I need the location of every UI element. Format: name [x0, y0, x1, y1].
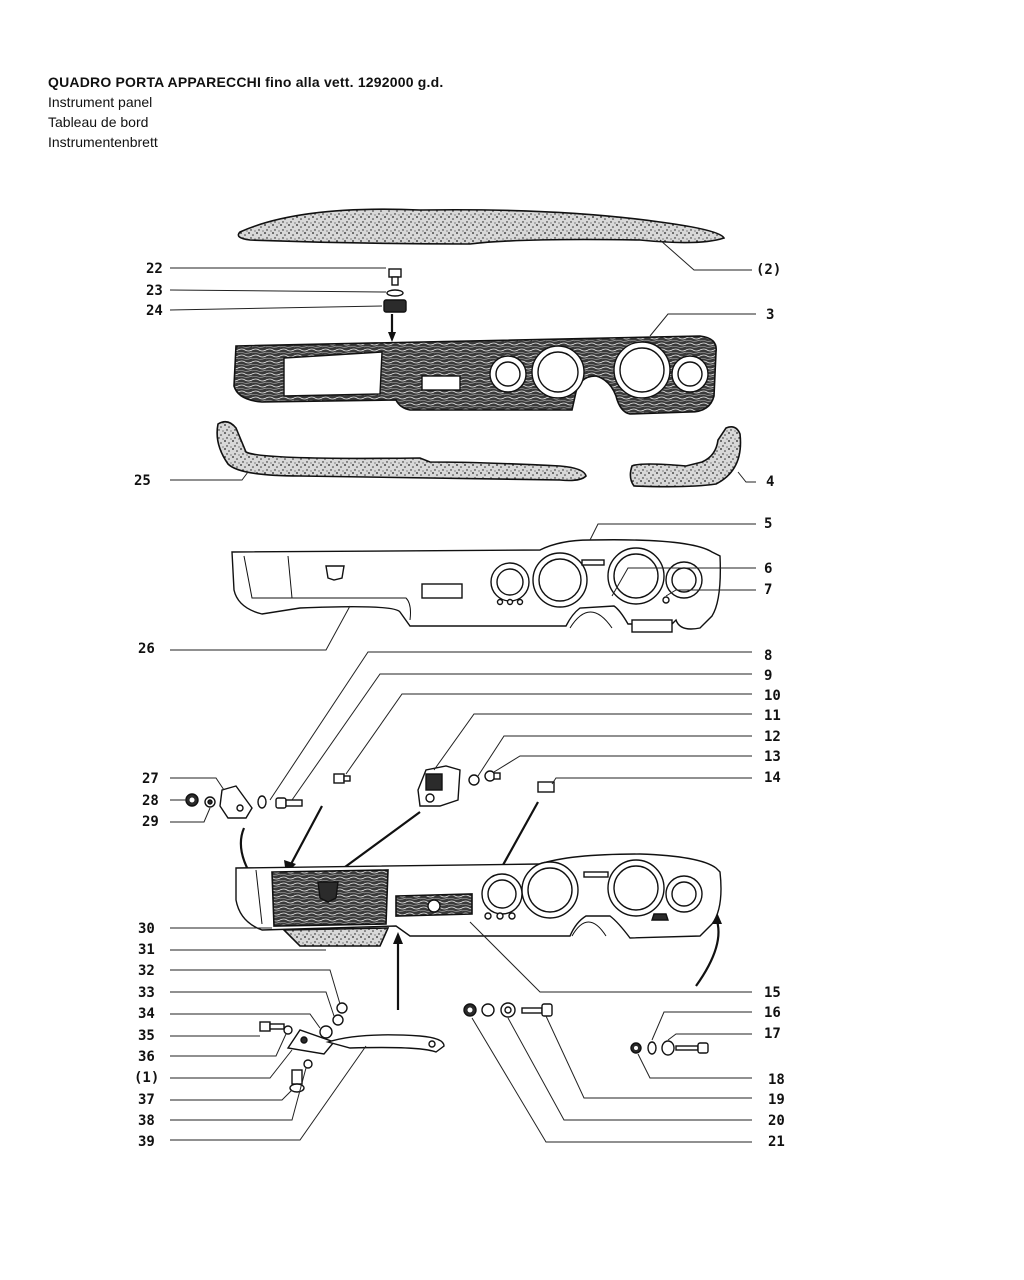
callout-17: 17	[764, 1026, 781, 1042]
hinge-arm	[325, 1034, 445, 1053]
washer-29	[204, 796, 216, 808]
callout-31: 31	[138, 942, 155, 958]
callout-36: 36	[138, 1049, 155, 1065]
washer-33	[332, 1014, 344, 1026]
callout-5: 5	[764, 516, 772, 532]
washer-12	[468, 774, 480, 786]
callout-15: 15	[764, 985, 781, 1001]
washer-17	[647, 1041, 657, 1055]
assembly-arrow-9	[289, 805, 323, 867]
title-main: QUADRO PORTA APPARECCHI	[48, 74, 262, 90]
callout-35: 35	[138, 1028, 155, 1044]
arrowhead-hinge	[393, 932, 403, 944]
callout-7: 7	[764, 582, 772, 598]
callout-34: 34	[138, 1006, 155, 1022]
callout-25: 25	[134, 473, 151, 489]
callout-21: 21	[768, 1134, 785, 1150]
nut-28	[185, 793, 199, 807]
screw-9	[275, 797, 303, 809]
wood-dashboard-panel	[233, 335, 717, 415]
callout-19: 19	[768, 1092, 785, 1108]
callouts-right: (2) 3 4 5 6 7 8 9 10 11 12 13 14 15 16 1…	[756, 262, 785, 1150]
arrowhead-24	[388, 332, 396, 342]
screw-13	[484, 770, 501, 782]
bolt-17	[661, 1040, 709, 1056]
callout-13: 13	[764, 749, 781, 765]
subtitle-french: Tableau de bord	[48, 114, 149, 130]
callout-38: 38	[138, 1113, 155, 1129]
washer-36	[283, 1025, 293, 1035]
callout-29: 29	[142, 814, 159, 830]
washer-21	[500, 1002, 516, 1018]
callout-3: 3	[766, 307, 774, 323]
washer-20	[481, 1003, 495, 1017]
crash-pad-top	[237, 208, 726, 245]
callout-2: (2)	[756, 262, 781, 278]
callout-27: 27	[142, 771, 159, 787]
leader-lines	[169, 239, 756, 1143]
callout-24: 24	[146, 303, 163, 319]
callout-1: (1)	[134, 1070, 159, 1086]
washer-8	[257, 795, 267, 809]
callout-18: 18	[768, 1072, 785, 1088]
callout-10: 10	[764, 688, 781, 704]
screw-16	[521, 1003, 553, 1017]
subtitle-german: Instrumentenbrett	[48, 134, 158, 150]
lock-bracket-11	[417, 765, 461, 807]
screw-10	[333, 773, 351, 784]
nut-24	[383, 299, 407, 313]
callout-11: 11	[764, 708, 781, 724]
bolt-22	[388, 268, 402, 286]
nut-19	[463, 1003, 477, 1017]
callout-30: 30	[138, 921, 155, 937]
clip-14	[537, 781, 555, 793]
callout-28: 28	[142, 793, 159, 809]
assembled-dashboard	[235, 853, 722, 939]
callout-37: 37	[138, 1092, 155, 1108]
page-title: QUADRO PORTA APPARECCHI fino alla vett. …	[48, 72, 444, 92]
callout-8: 8	[764, 648, 772, 664]
callout-12: 12	[764, 729, 781, 745]
screw-35	[259, 1021, 285, 1032]
diagram-header: QUADRO PORTA APPARECCHI fino alla vett. …	[48, 72, 444, 152]
callout-22: 22	[146, 261, 163, 277]
pivot-37	[289, 1069, 305, 1093]
bracket-27	[219, 785, 253, 819]
callout-9: 9	[764, 668, 772, 684]
callout-4: 4	[766, 474, 774, 490]
right-trim-4	[629, 426, 742, 488]
callout-6: 6	[764, 561, 772, 577]
washer-23	[386, 289, 404, 297]
washer-32	[336, 1002, 348, 1014]
left-trim-25	[216, 420, 587, 482]
washer-34	[319, 1025, 333, 1039]
callout-20: 20	[768, 1113, 785, 1129]
callouts-left: 22 23 24 25 26 27 28 29 30 31 32 33 34 3…	[134, 261, 163, 1150]
callout-26: 26	[138, 641, 155, 657]
title-suffix: fino alla vett. 1292000 g.d.	[265, 74, 444, 90]
callout-39: 39	[138, 1134, 155, 1150]
nut-18	[630, 1042, 642, 1054]
subtitle-english: Instrument panel	[48, 94, 153, 110]
washer-38	[303, 1059, 313, 1069]
glovebox-pocket-31	[282, 927, 390, 947]
callout-33: 33	[138, 985, 155, 1001]
callout-16: 16	[764, 1005, 781, 1021]
callout-14: 14	[764, 770, 781, 786]
callout-23: 23	[146, 283, 163, 299]
callout-32: 32	[138, 963, 155, 979]
dashboard-frame-5	[231, 539, 722, 633]
